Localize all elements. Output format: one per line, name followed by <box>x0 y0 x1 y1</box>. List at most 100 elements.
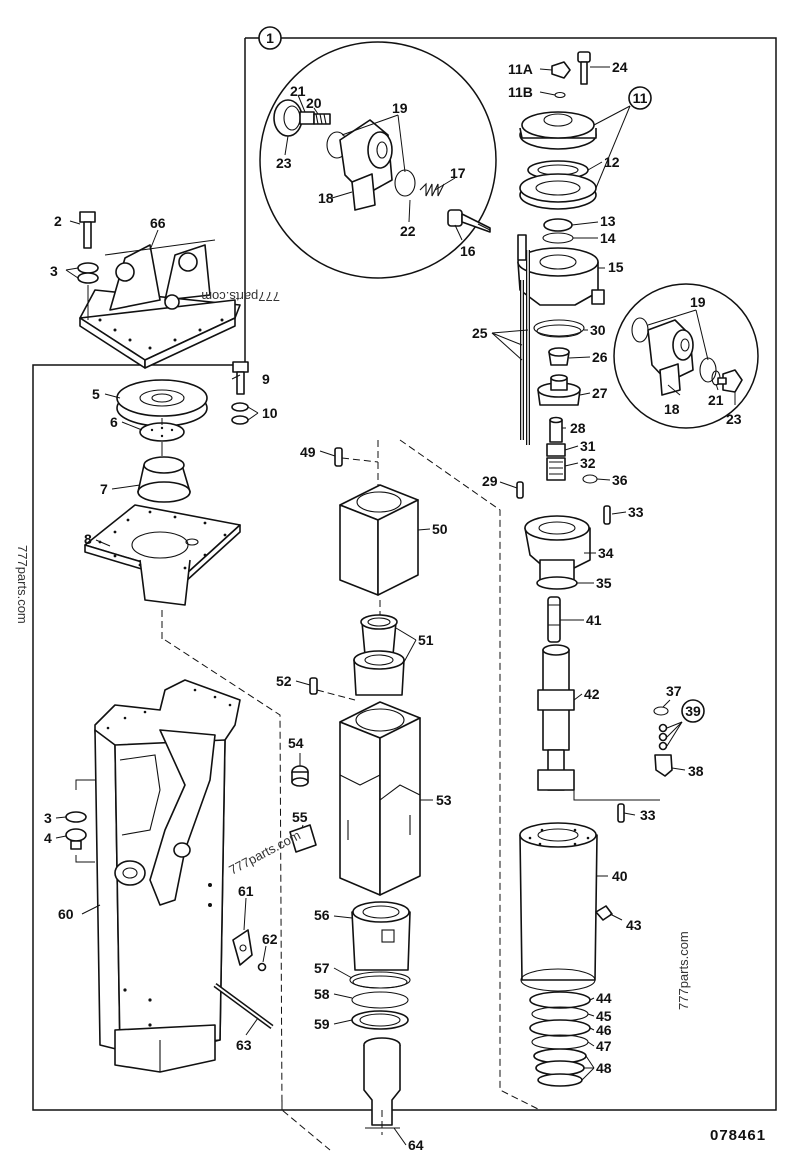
label-57: 57 <box>314 960 330 976</box>
label-28: 28 <box>570 420 586 436</box>
cylinder-head-34 <box>524 515 591 581</box>
tool-chisel-64 <box>363 1037 401 1135</box>
valve-13 <box>543 218 573 232</box>
watermark-center: 777parts.com <box>226 827 303 877</box>
ring-46 <box>529 1019 591 1037</box>
watermark-right: 777parts.com <box>676 931 691 1010</box>
label-10: 10 <box>262 405 278 421</box>
valve-detail-circle <box>259 41 497 279</box>
label-16: 16 <box>460 243 476 259</box>
label-13: 13 <box>600 213 616 229</box>
lower-bushing-56 <box>351 901 411 971</box>
ring-58 <box>351 991 409 1009</box>
ring-44 <box>529 991 591 1009</box>
label-2: 2 <box>54 213 62 229</box>
label-22: 22 <box>400 223 416 239</box>
label-50: 50 <box>432 521 448 537</box>
label-55: 55 <box>292 809 308 825</box>
valve-piston-26 <box>548 347 570 366</box>
label-21-circle: 21 <box>290 83 306 99</box>
label-11A: 11A <box>508 61 533 77</box>
pin-62 <box>257 962 267 972</box>
label-58: 58 <box>314 986 330 1002</box>
valve-cap-12 <box>519 111 597 210</box>
valve-rod-41 <box>547 596 561 643</box>
block-50 <box>339 484 419 596</box>
ring-47 <box>531 1034 589 1050</box>
label-46: 46 <box>596 1022 612 1038</box>
label-49: 49 <box>300 444 316 460</box>
seal-35 <box>536 576 578 590</box>
bolt-2 <box>79 211 96 249</box>
label-40: 40 <box>612 868 628 884</box>
label-41: 41 <box>586 612 602 628</box>
label-18-right: 18 <box>664 401 680 417</box>
circled-label-39: 39 <box>685 703 701 719</box>
cylinder-40 <box>519 822 598 992</box>
washers-10 <box>231 402 249 425</box>
oring-36 <box>582 474 598 484</box>
pin-29 <box>516 481 524 499</box>
label-3-upper: 3 <box>50 263 58 279</box>
pin-33-lower <box>617 803 625 823</box>
seals-48 <box>533 1048 587 1087</box>
label-38: 38 <box>688 763 704 779</box>
ring-14 <box>542 232 574 244</box>
label-23-circle: 23 <box>276 155 292 171</box>
label-45: 45 <box>596 1008 612 1024</box>
pin-33-upper <box>603 505 611 525</box>
circled-label-1: 1 <box>266 30 274 46</box>
label-59: 59 <box>314 1016 330 1032</box>
label-51: 51 <box>418 632 434 648</box>
label-9: 9 <box>262 371 270 387</box>
oring-37 <box>653 706 669 716</box>
label-30: 30 <box>590 322 606 338</box>
label-6: 6 <box>110 414 118 430</box>
label-37: 37 <box>666 683 682 699</box>
label-63: 63 <box>236 1037 252 1053</box>
check-valve-39 <box>654 723 673 777</box>
watermark-left: 777parts.com <box>15 545 30 624</box>
seal-11B <box>554 91 566 99</box>
label-23-right: 23 <box>726 411 742 427</box>
label-27: 27 <box>592 385 608 401</box>
nut-4 <box>65 828 87 850</box>
label-8: 8 <box>84 531 92 547</box>
pin-49 <box>334 447 343 467</box>
label-4: 4 <box>44 830 52 846</box>
ring-57 <box>349 971 411 989</box>
label-15: 15 <box>608 259 624 275</box>
label-17: 17 <box>450 165 466 181</box>
plug-11A <box>551 61 571 79</box>
label-36: 36 <box>612 472 628 488</box>
label-29: 29 <box>482 473 498 489</box>
label-18-circle: 18 <box>318 190 334 206</box>
rod-28 <box>549 416 563 443</box>
cup-7 <box>137 456 191 503</box>
bush-54 <box>291 765 309 787</box>
circled-label-11: 11 <box>633 90 648 106</box>
sleeve-32 <box>546 457 566 481</box>
latch-plate-61 <box>232 929 253 966</box>
label-21-right: 21 <box>708 392 724 408</box>
label-25: 25 <box>472 325 488 341</box>
label-60: 60 <box>58 906 74 922</box>
disc-6 <box>139 422 185 442</box>
valve-housing-15 <box>517 234 605 306</box>
label-56: 56 <box>314 907 330 923</box>
label-44: 44 <box>596 990 612 1006</box>
ring-59 <box>351 1010 409 1030</box>
ring-45 <box>531 1006 589 1022</box>
damper-plate-5 <box>116 379 208 427</box>
nut-3-upper <box>77 262 99 284</box>
label-61: 61 <box>238 883 254 899</box>
label-14: 14 <box>600 230 616 246</box>
watermark-top: 777parts.com <box>201 289 280 304</box>
label-52: 52 <box>276 673 292 689</box>
rod-63 <box>213 982 274 1030</box>
label-32: 32 <box>580 455 596 471</box>
label-20: 20 <box>306 95 322 111</box>
label-12: 12 <box>604 154 620 170</box>
label-35: 35 <box>596 575 612 591</box>
